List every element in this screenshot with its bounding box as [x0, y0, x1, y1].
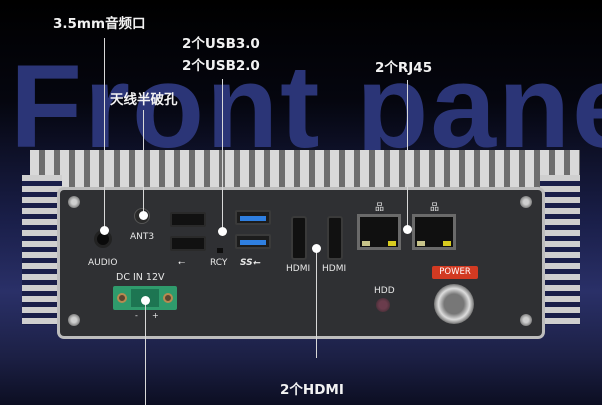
callout-audio: 3.5mm音频口	[53, 16, 146, 32]
callout-dot	[218, 227, 227, 236]
screw-icon	[520, 314, 532, 326]
minus-label: -	[135, 311, 138, 320]
hdd-label: HDD	[374, 286, 395, 296]
heatsink-fins	[30, 150, 580, 195]
superspeed-icon: SS⭠	[240, 258, 260, 268]
callout-dot	[403, 225, 412, 234]
callout-antenna: 天线半破孔	[110, 92, 178, 108]
leader-line	[407, 80, 408, 229]
hdmi-port	[327, 216, 343, 260]
usb3-port	[235, 210, 271, 225]
audio-label: AUDIO	[88, 258, 118, 268]
usb2-port	[170, 236, 206, 251]
heatsink-left	[22, 175, 62, 325]
rcy-label: RCY	[210, 258, 228, 268]
callout-dot	[312, 244, 321, 253]
hdd-led	[376, 298, 390, 312]
leader-line	[316, 248, 317, 358]
hdmi-label: HDMI	[322, 264, 347, 274]
dc-in-label: DC IN 12V	[116, 272, 165, 283]
screw-icon	[520, 196, 532, 208]
screw-icon	[68, 196, 80, 208]
dc-terminal	[113, 286, 177, 310]
front-panel: AUDIO ANT3 ⭠ RCY SS⭠ HDMI HDMI 品 品 POWER…	[60, 190, 542, 336]
usb-icon: ⭠	[178, 258, 186, 268]
rj45-port	[357, 214, 401, 250]
callout-usb3: 2个USB3.0	[182, 36, 260, 52]
usb3-port	[235, 234, 271, 249]
callout-dot	[141, 296, 150, 305]
callout-usb2: 2个USB2.0	[182, 58, 260, 74]
screw-icon	[68, 314, 80, 326]
leader-line	[104, 38, 105, 228]
rj45-port	[412, 214, 456, 250]
hdmi-label: HDMI	[286, 264, 311, 274]
leader-line	[145, 300, 146, 405]
leader-line	[222, 79, 223, 231]
lan-icon: 品	[375, 203, 385, 213]
power-label: POWER	[432, 266, 478, 279]
hdmi-port	[291, 216, 307, 260]
plus-label: +	[152, 311, 159, 320]
ant-label: ANT3	[130, 232, 155, 242]
power-button[interactable]	[434, 284, 474, 324]
usb2-port	[170, 212, 206, 227]
callout-dot	[139, 211, 148, 220]
callout-rj45: 2个RJ45	[375, 60, 433, 76]
background-title: Front panel	[10, 41, 602, 173]
callout-hdmi: 2个HDMI	[280, 382, 344, 398]
recovery-button	[217, 248, 223, 253]
leader-line	[143, 110, 144, 213]
heatsink-right	[540, 175, 580, 325]
lan-icon: 品	[430, 203, 440, 213]
callout-dot	[100, 226, 109, 235]
